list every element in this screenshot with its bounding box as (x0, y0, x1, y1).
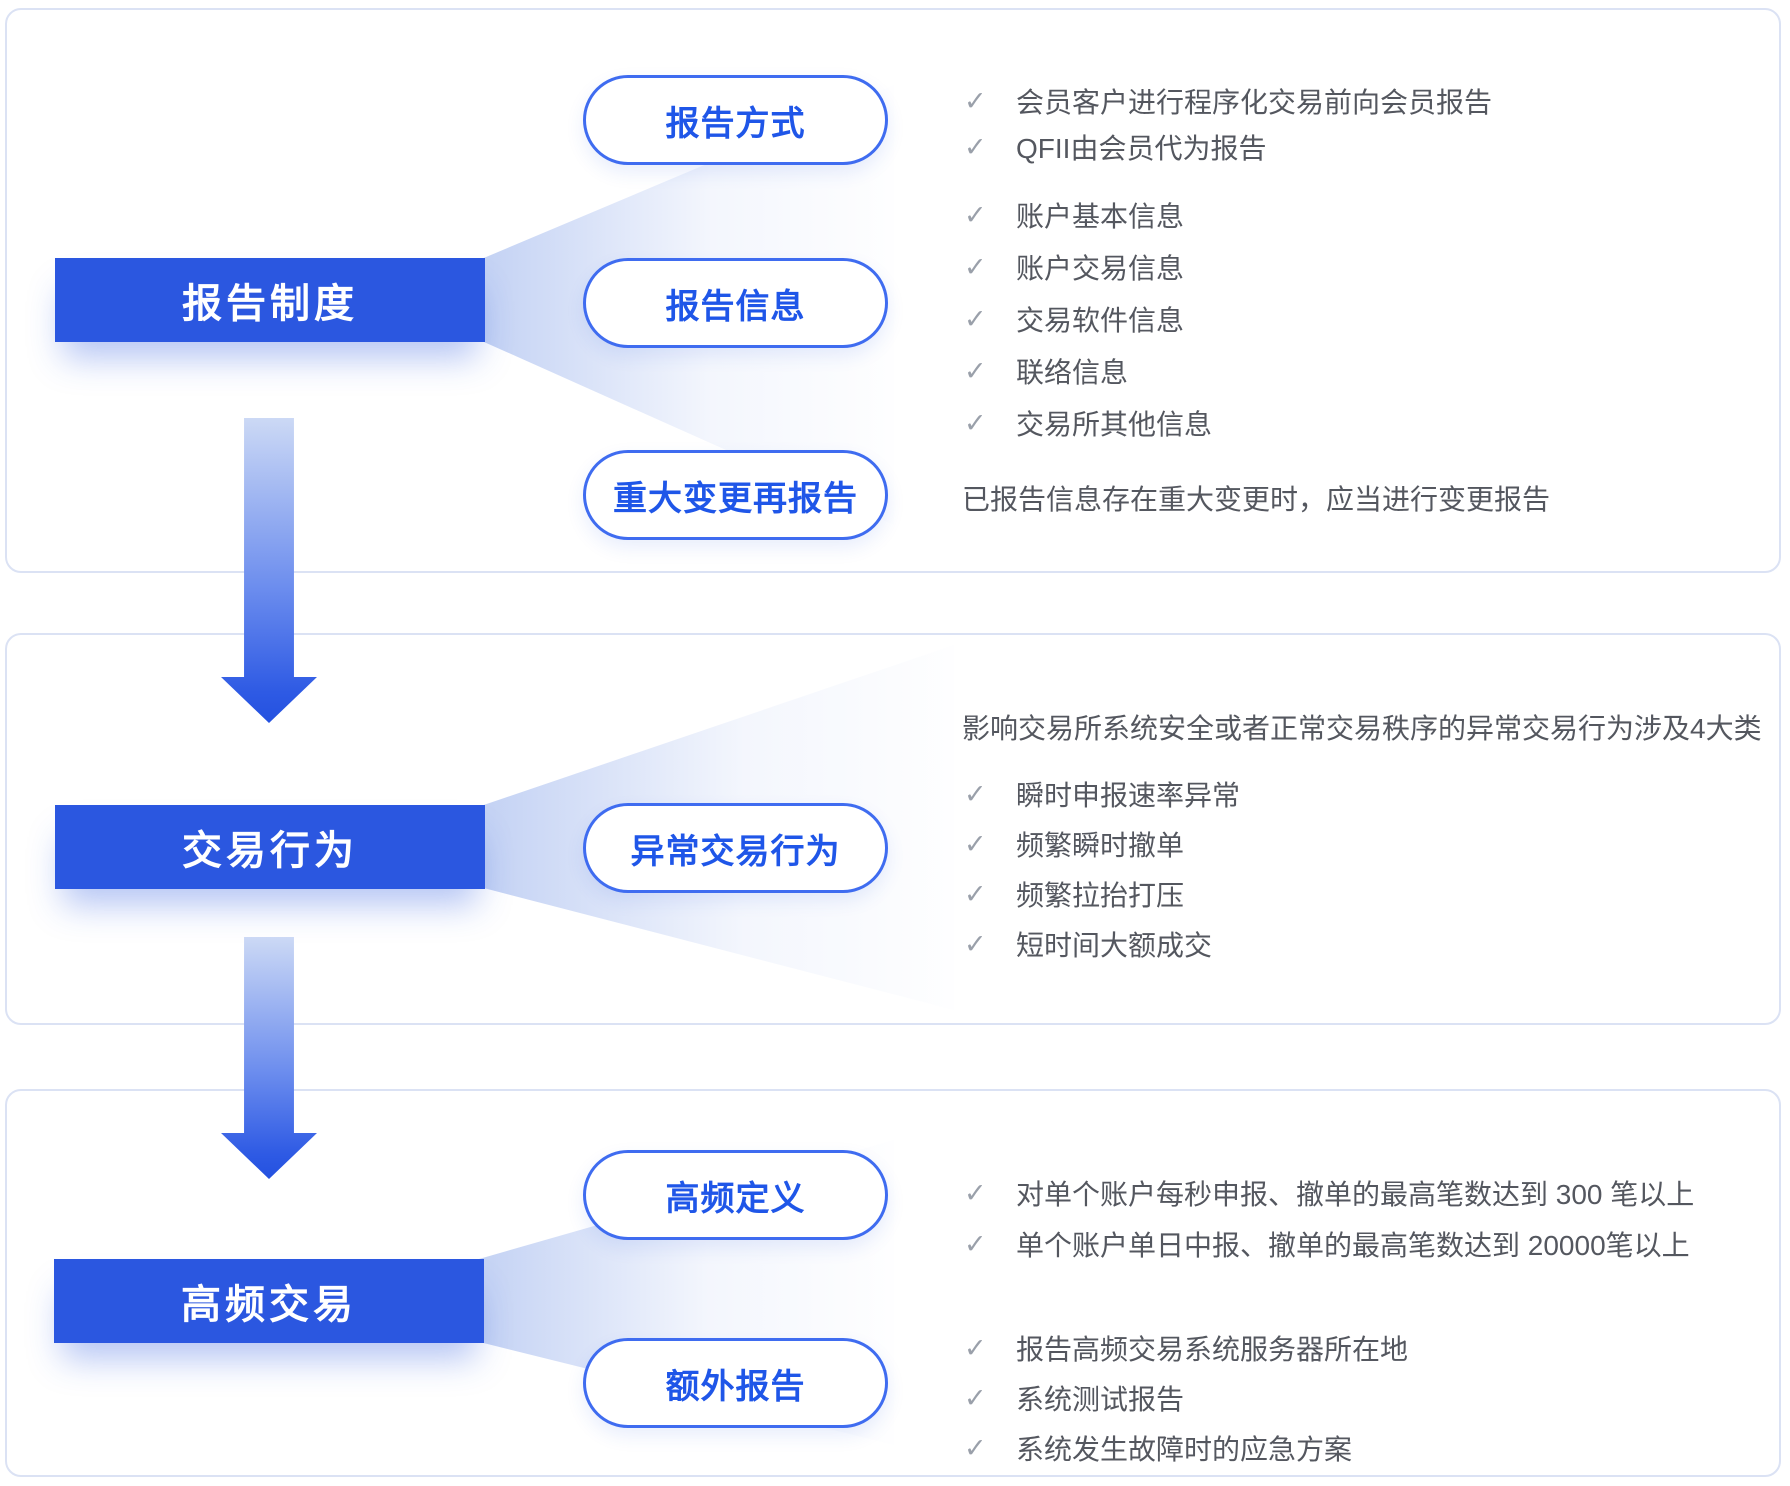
bullet-list-reporting-method: ✓ 会员客户进行程序化交易前向会员报告 ✓ QFII由会员代为报告 (964, 78, 1492, 170)
list-item: ✓ 联络信息 (964, 355, 1129, 388)
list-item: ✓ 报告高频交易系统服务器所在地 (964, 1332, 1409, 1365)
hub-trading-behavior: 交易行为 (55, 805, 485, 889)
pill-reporting-info: 报告信息 (583, 258, 888, 348)
check-icon: ✓ (964, 251, 987, 282)
list-item: ✓ 频繁瞬时撤单 (964, 828, 1185, 861)
pill-hft-definition: 高频定义 (583, 1150, 888, 1240)
list-item: ✓ 频繁拉抬打压 (964, 878, 1185, 911)
list-item: ✓ 系统测试报告 (964, 1382, 1185, 1415)
check-icon: ✓ (964, 878, 987, 909)
list-item: ✓ QFII由会员代为报告 (964, 131, 1267, 164)
hub-reporting-system: 报告制度 (55, 258, 485, 342)
bullet-list-extra-report: ✓ 报告高频交易系统服务器所在地 ✓ 系统测试报告 ✓ 系统发生故障时的应急方案 (964, 1325, 1408, 1471)
list-item: ✓ 账户交易信息 (964, 251, 1185, 284)
check-icon: ✓ (964, 778, 987, 809)
hub-title: 报告制度 (182, 282, 358, 326)
check-icon: ✓ (964, 1332, 987, 1363)
check-icon: ✓ (964, 928, 987, 959)
list-item: ✓ 会员客户进行程序化交易前向会员报告 (964, 85, 1493, 118)
check-icon: ✓ (964, 131, 987, 162)
hub-hft: 高频交易 (54, 1259, 484, 1343)
pill-major-change-rereport: 重大变更再报告 (583, 450, 888, 540)
list-item: ✓ 对单个账户每秒申报、撤单的最高笔数达到 300 笔以上 (964, 1177, 1695, 1210)
check-icon: ✓ (964, 1177, 987, 1208)
pill-label: 重大变更再报告 (613, 479, 858, 518)
pill-label: 高频定义 (665, 1179, 806, 1218)
list-item: ✓ 交易所其他信息 (964, 407, 1213, 440)
pill-label: 异常交易行为 (630, 832, 841, 871)
abnormal-trading-intro: 影响交易所系统安全或者正常交易秩序的异常交易行为涉及4大类 (962, 713, 1762, 744)
hub-title: 高频交易 (181, 1283, 357, 1327)
check-icon: ✓ (964, 828, 987, 859)
pill-extra-report: 额外报告 (583, 1338, 888, 1428)
check-icon: ✓ (964, 1432, 987, 1463)
check-icon: ✓ (964, 407, 987, 438)
bullet-list-hft-definition: ✓ 对单个账户每秒申报、撤单的最高笔数达到 300 笔以上 ✓ 单个账户单日中报… (964, 1170, 1694, 1267)
list-item: ✓ 短时间大额成交 (964, 928, 1213, 961)
list-item: ✓ 账户基本信息 (964, 199, 1185, 232)
pill-label: 额外报告 (665, 1367, 806, 1406)
check-icon: ✓ (964, 355, 987, 386)
hub-title: 交易行为 (182, 829, 358, 873)
list-item: ✓ 单个账户单日中报、撤单的最高笔数达到 20000笔以上 (964, 1228, 1690, 1261)
check-icon: ✓ (964, 199, 987, 230)
pill-label: 报告信息 (665, 287, 806, 326)
list-item: ✓ 瞬时申报速率异常 (964, 778, 1241, 811)
pill-reporting-method: 报告方式 (583, 75, 888, 165)
list-item: ✓ 系统发生故障时的应急方案 (964, 1432, 1353, 1465)
check-icon: ✓ (964, 85, 987, 116)
check-icon: ✓ (964, 1228, 987, 1259)
major-change-note: 已报告信息存在重大变更时，应当进行变更报告 (962, 484, 1551, 515)
list-item: ✓ 交易软件信息 (964, 303, 1185, 336)
check-icon: ✓ (964, 1382, 987, 1413)
bullet-list-abnormal-trading: ✓ 瞬时申报速率异常 ✓ 频繁瞬时撤单 ✓ 频繁拉抬打压 ✓ 短时间大额成交 (964, 771, 1240, 967)
pill-label: 报告方式 (665, 104, 806, 143)
check-icon: ✓ (964, 303, 987, 334)
pill-abnormal-trading: 异常交易行为 (583, 803, 888, 893)
bullet-list-reporting-info: ✓ 账户基本信息 ✓ 账户交易信息 ✓ 交易软件信息 ✓ 联络信息 ✓ 交易所其… (964, 192, 1212, 446)
